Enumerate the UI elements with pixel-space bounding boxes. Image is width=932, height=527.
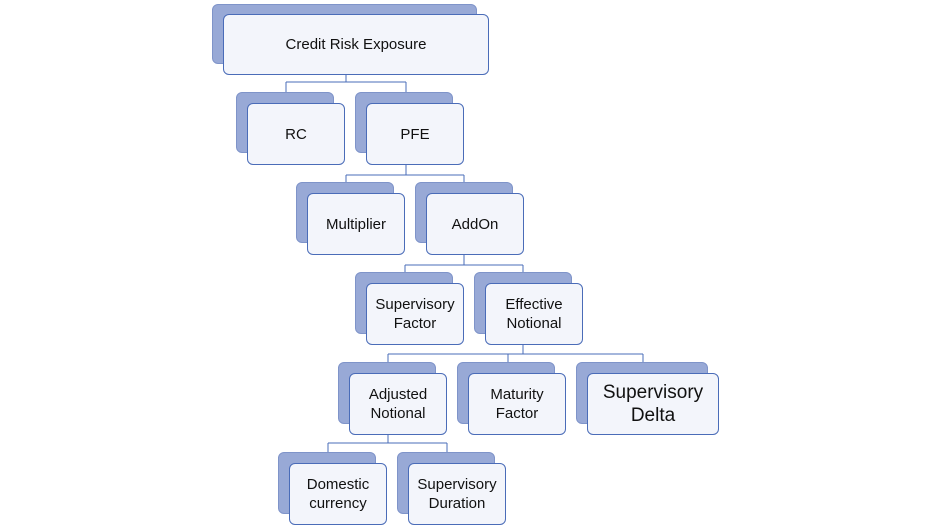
- node-adjusted-notional: Adjusted Notional: [349, 373, 447, 435]
- connector-addon-children: [404, 253, 524, 272]
- node-pfe: PFE: [366, 103, 464, 165]
- node-effective-notional: Effective Notional: [485, 283, 583, 345]
- connector-effective-notional-children: [387, 344, 644, 362]
- node-supervisory-duration: Supervisory Duration: [408, 463, 506, 525]
- node-maturity-factor: Maturity Factor: [468, 373, 566, 435]
- node-domestic-currency: Domestic currency: [289, 463, 387, 525]
- node-addon: AddOn: [426, 193, 524, 255]
- connector-pfe-children: [345, 163, 465, 182]
- node-multiplier: Multiplier: [307, 193, 405, 255]
- node-rc: RC: [247, 103, 345, 165]
- connector-adjusted-notional-children: [327, 435, 448, 452]
- node-supervisory-delta: Supervisory Delta: [587, 373, 719, 435]
- node-supervisory-factor: Supervisory Factor: [366, 283, 464, 345]
- node-credit-risk-exposure: Credit Risk Exposure: [223, 14, 489, 75]
